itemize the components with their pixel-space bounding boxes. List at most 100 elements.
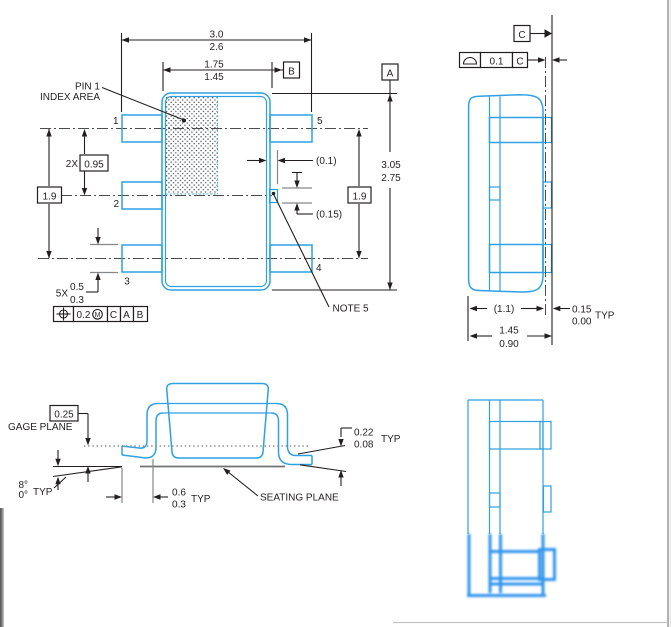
datum-b-flag: [282, 61, 301, 79]
package-leads: [121, 114, 313, 273]
dim-foot-length: 0.6 0.3 TYP: [106, 459, 211, 511]
standoff-max: 0.15: [572, 305, 592, 316]
position-fcf: 0.2 M C A B: [52, 305, 149, 323]
position-datum-1: C: [110, 310, 117, 321]
profile-tolerance: 0.1: [490, 57, 504, 68]
lead-4: [269, 244, 313, 273]
mmc-modifier-letter: M: [95, 312, 101, 319]
datum-c-label: C: [518, 30, 525, 41]
lead-span-min: 2.6: [210, 42, 224, 53]
row-span-right-box: [347, 186, 372, 204]
page-left-edge-shadow: [0, 508, 4, 627]
lead-3: [121, 244, 163, 273]
angle-max: 8°: [18, 480, 28, 491]
index-area-label: INDEX AREA: [40, 92, 100, 103]
position-datum-2: A: [123, 310, 130, 321]
body-width-max: 1.75: [204, 60, 224, 71]
body-width-min: 1.45: [204, 72, 224, 83]
gage-plane-label: GAGE PLANE: [8, 422, 73, 433]
package-body-outline: [161, 92, 271, 291]
lead-1: [121, 114, 163, 143]
angle-typ: TYP: [33, 487, 53, 498]
foot-typ: TYP: [191, 494, 211, 505]
end-view-sharp: [467, 399, 552, 534]
dim-lead-angle: 8° 0° TYP: [18, 450, 123, 501]
left-lead-outer: [121, 412, 164, 459]
position-tolerance: 0.2: [77, 310, 91, 321]
lead-profile-view: 0.25 GAGE PLANE SEATING PLANE 8° 0°: [8, 382, 401, 511]
pin-number-1: 1: [113, 116, 119, 127]
side-view-right: C 0.1 C (1.1): [458, 15, 615, 350]
pitch-value: 0.95: [84, 160, 104, 171]
lead-width-min: 0.3: [70, 295, 84, 306]
side-body-outline: [467, 93, 544, 293]
dim-body-width: 1.75 1.45 B: [162, 60, 301, 91]
dim-body-thickness: (1.1): [467, 296, 544, 341]
pitch-box: [79, 154, 109, 172]
seating-plane-annotation: SEATING PLANE: [140, 465, 339, 504]
pin-number-4: 4: [316, 263, 322, 274]
dim-lead-thickness: 0.22 0.08 TYP: [297, 427, 401, 486]
pin-number-5: 5: [317, 116, 323, 127]
height-max: 1.45: [499, 326, 519, 337]
datum-a-label: A: [387, 69, 394, 80]
datum-b-label: B: [288, 67, 295, 78]
dim-row-span-right: 1.9: [347, 129, 372, 259]
datum-c-flag: C: [513, 24, 552, 43]
side-flash-value: (0.1): [316, 156, 337, 167]
pin1-index-area-stipple: [166, 97, 218, 194]
note5-label: NOTE 5: [333, 304, 370, 315]
standoff-min: 0.00: [572, 317, 592, 328]
lead-span-max: 3.0: [210, 30, 224, 41]
lead-thick-max: 0.22: [354, 428, 374, 439]
angle-min: 0°: [18, 490, 28, 501]
foot-min: 0.3: [172, 500, 186, 511]
top-view: 1 2 3 4 5 PIN 1 INDEX AREA 3.0 2.6: [36, 30, 401, 323]
row-span-left-box: [36, 186, 63, 204]
mmc-modifier-icon: [92, 308, 103, 320]
pin1-index-callout: PIN 1 INDEX AREA: [40, 82, 186, 123]
datum-triangle-icon: [544, 29, 552, 38]
pin1-label: PIN 1: [75, 82, 100, 93]
dim-pitch: 2X 0.95: [66, 129, 109, 196]
standoff-typ: TYP: [595, 311, 615, 322]
position-symbol-icon: [56, 307, 71, 321]
pin-row-centerlines: [38, 128, 368, 259]
dim-body-length: A 3.05 2.75: [272, 63, 401, 291]
height-min: 0.90: [499, 339, 519, 350]
dim-standoff: 0.15 0.00 TYP: [552, 305, 615, 328]
position-datum-3: B: [137, 310, 144, 321]
lead-thick-min: 0.08: [354, 440, 374, 451]
lead-width-qty: 5X: [56, 289, 69, 300]
lead-thick-typ: TYP: [381, 434, 401, 445]
end-view-bottom: [467, 399, 556, 597]
end-flash-value: (0.15): [316, 210, 342, 221]
dim-row-span-left: 1.9: [36, 129, 63, 259]
side-lead-top: [488, 116, 544, 144]
profile-body-outline: [165, 382, 270, 459]
dim-lead-span: 3.0 2.6: [120, 30, 313, 112]
right-lead-inner: [276, 402, 312, 457]
end-view-blurred-region: [467, 534, 556, 597]
leader-dot: [271, 191, 276, 196]
profile-fcf: 0.1 C: [458, 51, 567, 69]
leader-dot: [182, 118, 186, 123]
row-span-right-value: 1.9: [353, 192, 367, 203]
pitch-qty: 2X: [66, 159, 79, 170]
dim-end-flash: (0.15): [282, 171, 342, 221]
pin-number-2: 2: [113, 199, 119, 210]
dim-side-flash: (0.1): [247, 150, 337, 184]
left-lead-inner: [121, 402, 159, 449]
profile-of-surface-icon: [462, 56, 478, 65]
gage-offset-value: 0.25: [54, 410, 74, 421]
body-length-min: 2.75: [381, 173, 401, 184]
profile-datum: C: [516, 57, 523, 68]
row-span-left-value: 1.9: [43, 192, 57, 203]
gage-plane-annotation: 0.25 GAGE PLANE: [8, 404, 308, 482]
lead-2: [121, 181, 163, 210]
side-lead-bottom: [488, 243, 544, 274]
dim-lead-width: 5X 0.5 0.3: [56, 228, 118, 306]
foot-max: 0.6: [172, 488, 186, 499]
